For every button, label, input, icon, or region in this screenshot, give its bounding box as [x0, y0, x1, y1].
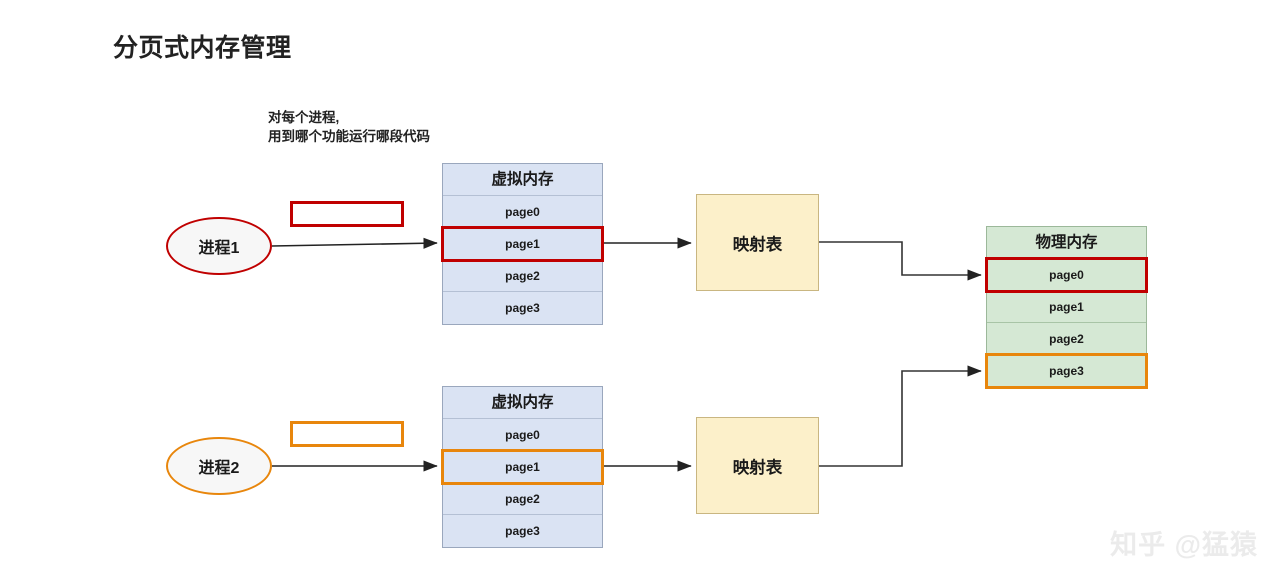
page-title: 分页式内存管理: [113, 34, 292, 62]
pm-row-page1[interactable]: page1: [987, 291, 1146, 323]
process-node-1-label: 进程1: [198, 240, 240, 257]
code-segment-box-2[interactable]: [290, 421, 404, 447]
vm2-row-page3[interactable]: page3: [505, 524, 540, 538]
process-node-1[interactable]: 进程1: [166, 217, 272, 275]
mapping-table-2-label: 映射表: [732, 458, 783, 477]
virtual-memory-table-2-header: 虚拟内存: [443, 387, 602, 419]
code-segment-box-1[interactable]: [290, 201, 404, 227]
annotation-note: 对每个进程, 用到哪个功能运行哪段代码: [268, 108, 430, 146]
vm1-row-page1[interactable]: page1: [441, 226, 604, 262]
physical-memory-table-header: 物理内存: [987, 227, 1146, 259]
vm1-row-page0[interactable]: page0: [443, 196, 602, 228]
mapping-table-2[interactable]: 映射表: [696, 417, 819, 514]
pm-row-page0[interactable]: page0: [985, 257, 1148, 293]
virtual-memory-table-1: 虚拟内存 page0 page1 page2 page3: [441, 163, 604, 325]
connector-map1-to-pm-page0: [819, 241, 982, 281]
physical-memory-table: 物理内存 page0 page1 page2 page3: [985, 226, 1148, 389]
vm2-row-page2[interactable]: page2: [443, 483, 602, 515]
virtual-memory-table-1-header: 虚拟内存: [443, 164, 602, 196]
annotation-note-line1: 对每个进程,: [268, 110, 340, 125]
mapping-table-1-label: 映射表: [732, 235, 783, 254]
vm2-row-page1[interactable]: page1: [441, 449, 604, 485]
watermark: 知乎 @猛猿: [1110, 530, 1258, 560]
pm-row-page3[interactable]: page3: [985, 353, 1148, 389]
process-node-2-label: 进程2: [198, 460, 240, 477]
mapping-table-1[interactable]: 映射表: [696, 194, 819, 291]
vm1-row-page3[interactable]: page3: [505, 301, 540, 315]
process-node-2[interactable]: 进程2: [166, 437, 272, 495]
pm-row-page2[interactable]: page2: [987, 323, 1146, 355]
annotation-note-line2: 用到哪个功能运行哪段代码: [268, 129, 430, 144]
vm2-row-page0[interactable]: page0: [443, 419, 602, 451]
connector-map2-to-pm-page3: [819, 365, 982, 467]
connector-process1-to-vm1: [271, 237, 438, 249]
virtual-memory-table-2: 虚拟内存 page0 page1 page2 page3: [441, 386, 604, 548]
vm1-row-page2[interactable]: page2: [443, 260, 602, 292]
